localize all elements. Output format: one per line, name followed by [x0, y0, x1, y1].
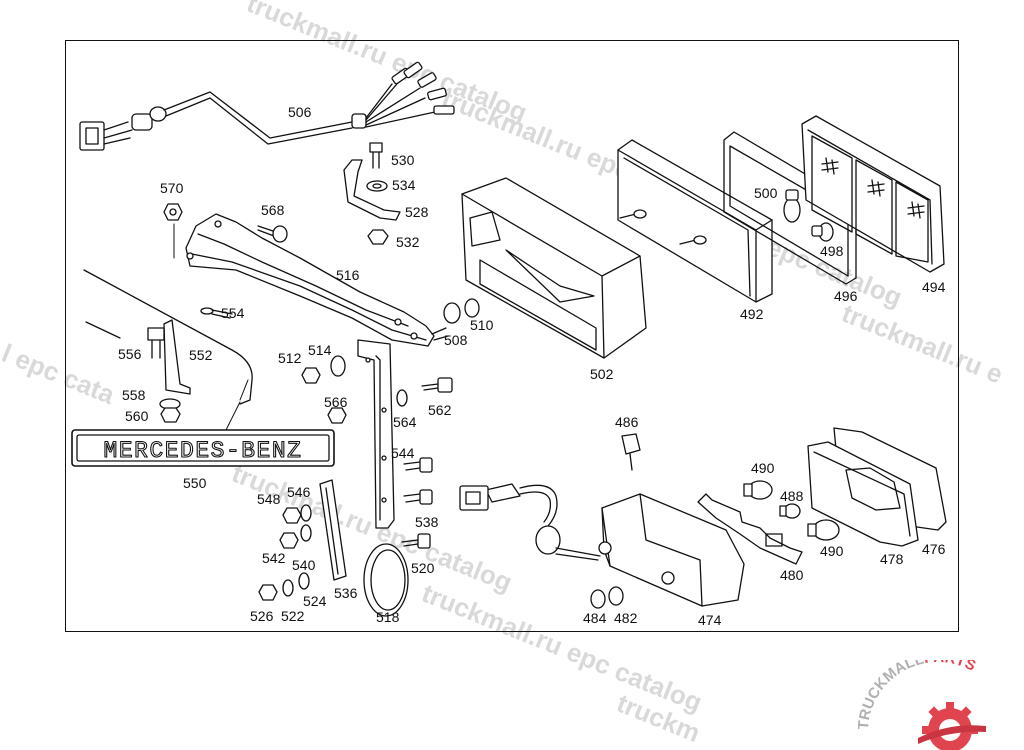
logo-brand-a: TRUCKMALL — [858, 660, 926, 730]
lamp-body-492 — [617, 139, 773, 303]
callout-568: 568 — [261, 202, 285, 218]
callout-560: 560 — [125, 408, 149, 424]
callout-490-top: 490 — [751, 460, 775, 476]
lens-494 — [801, 115, 945, 273]
side-lamp-cover — [807, 427, 947, 547]
callout-534: 534 — [392, 177, 416, 193]
bracket-552 — [147, 307, 233, 423]
leader-lines — [173, 223, 249, 431]
callout-516: 516 — [336, 267, 360, 283]
callout-510: 510 — [470, 317, 494, 333]
callout-508: 508 — [444, 332, 468, 348]
bracket-528 — [343, 142, 401, 245]
callout-482: 482 — [614, 610, 638, 626]
small-fasteners — [258, 298, 480, 601]
carrier-516 — [185, 213, 449, 529]
callout-552: 552 — [189, 347, 213, 363]
callout-494: 494 — [922, 279, 946, 295]
callout-538: 538 — [415, 514, 439, 530]
callout-536: 536 — [334, 585, 358, 601]
callout-542: 542 — [262, 550, 286, 566]
side-lamp-474 — [459, 433, 745, 609]
callout-486: 486 — [615, 414, 639, 430]
callout-526: 526 — [250, 608, 274, 624]
callout-502: 502 — [590, 366, 614, 382]
callout-562: 562 — [428, 402, 452, 418]
truckmall-parts-logo: TRUCKMALLPARTS — [858, 660, 986, 750]
callout-550: 550 — [183, 475, 207, 491]
wiring-harness — [79, 61, 455, 151]
emblem-panel: MERCEDES-BENZ — [71, 269, 335, 467]
callout-548: 548 — [257, 491, 281, 507]
callout-496: 496 — [834, 288, 858, 304]
strip-and-reflector — [319, 479, 409, 617]
callout-500: 500 — [754, 185, 778, 201]
lamp-housing-502 — [461, 177, 647, 359]
callout-514: 514 — [308, 342, 332, 358]
swoosh-shape — [918, 725, 986, 744]
callout-546: 546 — [287, 484, 311, 500]
callout-484: 484 — [583, 610, 607, 626]
callout-558: 558 — [122, 387, 146, 403]
callout-476: 476 — [922, 541, 946, 557]
callout-570: 570 — [160, 180, 184, 196]
callout-488: 488 — [780, 488, 804, 504]
callout-556: 556 — [118, 346, 142, 362]
callout-530: 530 — [391, 152, 415, 168]
callout-490-bottom: 490 — [820, 543, 844, 559]
logo-brand-b: PARTS — [923, 660, 978, 675]
callout-518: 518 — [376, 609, 400, 625]
callout-524: 524 — [303, 593, 327, 609]
callout-554: 554 — [221, 305, 245, 321]
mercedes-benz-emblem: MERCEDES-BENZ — [104, 438, 303, 464]
callout-566: 566 — [324, 394, 348, 410]
callout-474: 474 — [698, 612, 722, 628]
callout-564: 564 — [393, 414, 417, 430]
fasteners-570-568 — [163, 203, 288, 243]
callout-512: 512 — [278, 350, 302, 366]
bulbs-500-498 — [783, 189, 834, 242]
callout-492: 492 — [740, 306, 764, 322]
bulb-holder-480 — [697, 480, 840, 565]
callout-540: 540 — [292, 557, 316, 573]
callout-522: 522 — [281, 608, 305, 624]
callout-544: 544 — [391, 445, 415, 461]
callout-506: 506 — [288, 104, 312, 120]
callout-532: 532 — [396, 234, 420, 250]
callout-498: 498 — [820, 243, 844, 259]
callout-480: 480 — [780, 567, 804, 583]
diagram-frame — [65, 40, 959, 632]
callout-528: 528 — [405, 204, 429, 220]
callout-520: 520 — [411, 560, 435, 576]
callout-478: 478 — [880, 551, 904, 567]
